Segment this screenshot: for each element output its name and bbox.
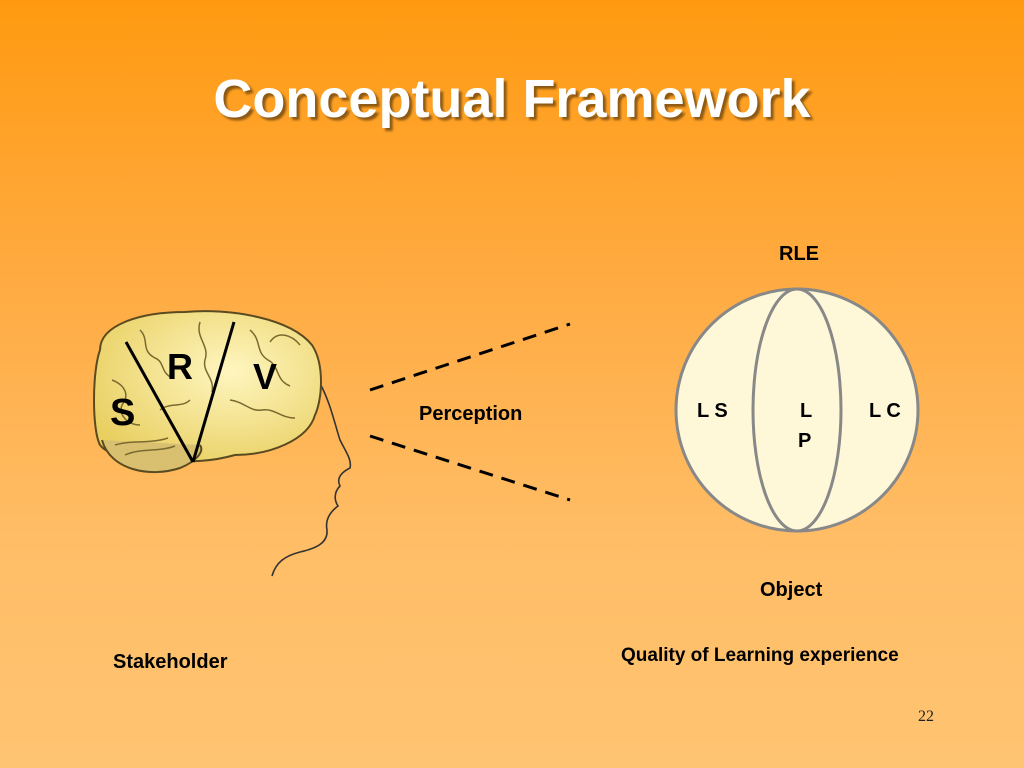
sphere-center-label-2: P	[798, 430, 812, 452]
perception-dash-lower	[369, 434, 571, 502]
sphere-right-label: L C	[869, 400, 901, 422]
head-label-r: R	[167, 346, 193, 387]
head-profile-outline	[271, 379, 352, 577]
head-label-s: S	[110, 392, 136, 434]
brain-icon	[93, 310, 322, 474]
sphere-top-label: RLE	[779, 243, 819, 265]
sphere-left-label: L S	[697, 400, 728, 422]
sphere-center-label-1: L	[800, 400, 813, 422]
head-label-v: V	[253, 356, 278, 397]
slide-title: Conceptual Framework	[213, 69, 811, 129]
stakeholder-label: Stakeholder	[113, 651, 228, 673]
page-number: 22	[918, 708, 934, 725]
rle-sphere	[674, 287, 920, 533]
perception-dash-upper	[369, 322, 571, 392]
quality-label: Quality of Learning experience	[621, 645, 899, 666]
perception-label: Perception	[419, 403, 523, 425]
object-label: Object	[760, 579, 823, 601]
